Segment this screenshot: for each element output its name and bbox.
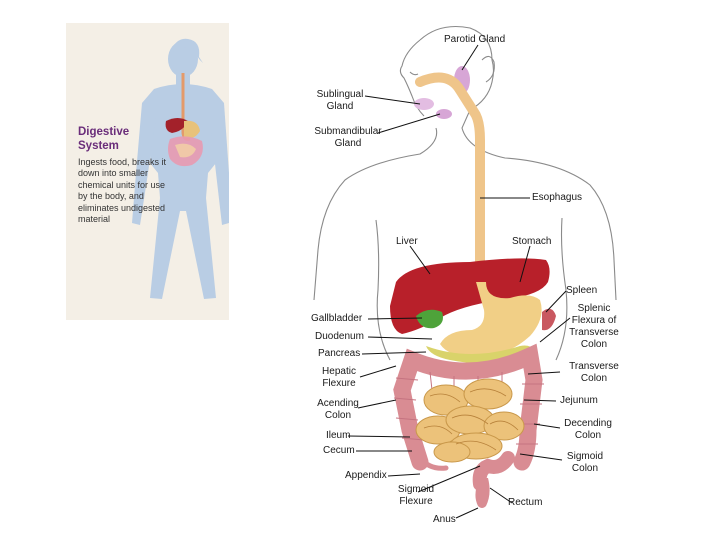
label-ileum: Ileum <box>326 430 351 441</box>
label-descending-line1: Decending <box>564 418 612 429</box>
gallbladder-shape <box>416 309 443 329</box>
rectum-shape <box>475 478 490 508</box>
label-splenic-line1: Splenic <box>577 303 611 314</box>
panel-title-line2: System <box>78 140 119 152</box>
label-sigmoid-flexure: Sigmoid Flexure <box>390 484 442 508</box>
small-intestine-folds <box>423 388 519 451</box>
label-sublingual-line1: Sublingual <box>316 89 364 100</box>
label-sigmoid-colon: Sigmoid Colon <box>560 451 610 475</box>
label-stomach: Stomach <box>512 236 552 247</box>
label-pancreas: Pancreas <box>318 348 361 359</box>
label-transverse-line1: Transverse <box>569 361 619 372</box>
label-descending-colon: Decending Colon <box>558 418 618 442</box>
label-anus: Anus <box>433 514 456 525</box>
panel-title: Digestive System <box>78 125 198 153</box>
label-hepatic-line1: Hepatic <box>322 366 356 377</box>
label-splenic-line2: Flexura of <box>571 315 617 326</box>
label-gallbladder: Gallbladder <box>311 313 363 324</box>
submandibular-gland-shape <box>436 109 452 119</box>
label-hepatic-line2: Flexure <box>322 378 356 389</box>
label-hepatic-flexure: Hepatic Flexure <box>316 366 362 390</box>
panel-title-line1: Digestive <box>78 126 130 138</box>
label-sigmoid-colon-line2: Colon <box>571 463 599 474</box>
label-jejunum: Jejunum <box>560 395 598 406</box>
label-splenic-line3: Transverse <box>569 327 619 338</box>
small-intestine-shape <box>415 378 525 463</box>
sublingual-gland-shape <box>414 98 434 110</box>
label-sublingual-gland: Sublingual Gland <box>312 89 368 113</box>
label-rectum: Rectum <box>508 497 543 508</box>
label-ascending-colon: Acending Colon <box>312 398 364 422</box>
label-splenic-flexure: Splenic Flexura of Transverse Colon <box>562 303 626 351</box>
colon-haustra <box>393 371 544 445</box>
appendix-shape <box>417 455 449 471</box>
label-splenic-line4: Colon <box>580 339 608 350</box>
colon-shape <box>393 343 543 471</box>
sigmoid-shape <box>472 451 515 491</box>
spleen-shape <box>542 308 556 331</box>
label-transverse-line2: Colon <box>580 373 608 384</box>
esophagus-shape <box>415 72 485 295</box>
stomach-shape <box>440 282 542 358</box>
label-parotid-gland: Parotid Gland <box>444 34 506 45</box>
label-liver: Liver <box>396 236 418 247</box>
label-sigmoid-flexure-line1: Sigmoid <box>397 484 435 495</box>
label-submandibular-line2: Gland <box>334 138 362 149</box>
label-esophagus: Esophagus <box>532 192 583 203</box>
label-cecum: Cecum <box>323 445 355 456</box>
label-spleen: Spleen <box>566 285 598 296</box>
label-sigmoid-flexure-line2: Flexure <box>399 496 433 507</box>
label-appendix: Appendix <box>345 470 387 481</box>
human-silhouette-icon <box>132 38 229 299</box>
panel-description: Ingests food, breaks it down into smalle… <box>78 157 167 225</box>
label-sigmoid-colon-line1: Sigmoid <box>566 451 604 462</box>
label-submandibular-gland: Submandibular Gland <box>308 126 388 150</box>
label-ascending-line2: Colon <box>324 410 352 421</box>
label-descending-line2: Colon <box>574 430 602 441</box>
label-sublingual-line2: Gland <box>326 101 354 112</box>
label-transverse-colon: Transverse Colon <box>562 361 626 385</box>
label-ascending-line1: Acending <box>317 398 359 409</box>
label-submandibular-line1: Submandibular <box>314 126 382 137</box>
label-duodenum: Duodenum <box>315 331 364 342</box>
leader-lines <box>347 44 571 519</box>
